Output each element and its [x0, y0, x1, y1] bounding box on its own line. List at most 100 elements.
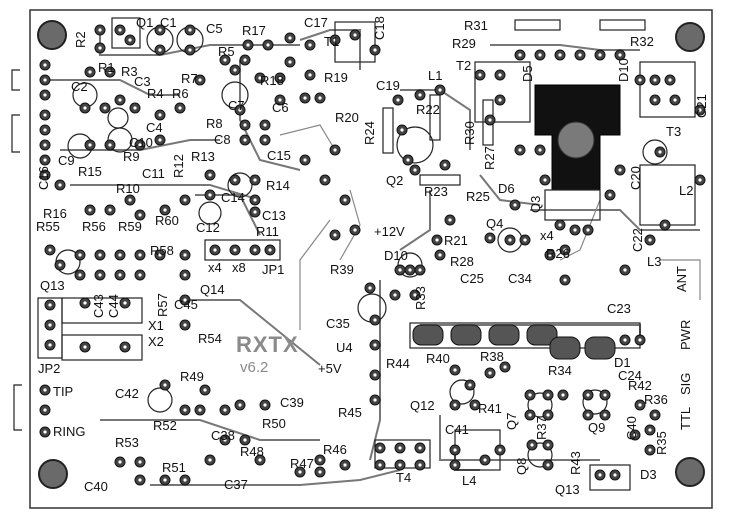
pad-hole — [558, 53, 562, 57]
svg-text:R46: R46 — [323, 442, 347, 457]
r32-body — [599, 19, 646, 31]
pad-hole — [528, 413, 532, 417]
c14-outline — [227, 172, 253, 198]
pad-hole — [586, 413, 590, 417]
svg-text:R25: R25 — [466, 189, 490, 204]
svg-text:T3: T3 — [666, 124, 681, 139]
pad-hole — [48, 323, 52, 327]
bracket-left-3 — [13, 384, 22, 431]
bracket-left-1 — [11, 69, 20, 91]
pad-hole — [488, 236, 492, 240]
pad-hole — [43, 93, 47, 97]
t3-outline — [639, 61, 696, 118]
pad-hole — [108, 208, 112, 212]
svg-text:R3: R3 — [121, 64, 138, 79]
svg-text:C8: C8 — [214, 132, 231, 147]
pad-hole — [508, 238, 512, 242]
pad-hole — [198, 408, 202, 412]
svg-text:R39: R39 — [330, 262, 354, 277]
svg-text:D6: D6 — [498, 181, 515, 196]
pad-hole — [608, 193, 612, 197]
pad-hole — [183, 273, 187, 277]
svg-text:R34: R34 — [548, 363, 572, 378]
svg-text:R6: R6 — [172, 86, 189, 101]
pad-hole — [243, 123, 247, 127]
svg-text:R38: R38 — [480, 349, 504, 364]
board-version: v6.2 — [240, 359, 268, 376]
pad-hole — [546, 463, 550, 467]
pad-hole — [43, 158, 47, 162]
svg-text:R14: R14 — [266, 178, 290, 193]
pad-hole — [48, 248, 52, 252]
pad-hole — [603, 413, 607, 417]
pad-hole — [400, 128, 404, 132]
svg-text:R1: R1 — [98, 60, 115, 75]
pad-hole — [178, 106, 182, 110]
pad-hole — [258, 76, 262, 80]
pad-hole — [658, 150, 662, 154]
svg-text:R40: R40 — [426, 351, 450, 366]
pad-hole — [468, 383, 472, 387]
pad-hole — [413, 293, 417, 297]
pad-hole — [538, 148, 542, 152]
pad-hole — [523, 238, 527, 242]
svg-text:C4: C4 — [146, 120, 163, 135]
t2-outline — [474, 61, 531, 123]
svg-text:C6: C6 — [272, 100, 289, 115]
pad-hole — [653, 413, 657, 417]
pad-hole — [253, 210, 257, 214]
pad-hole — [253, 198, 257, 202]
svg-text:R4: R4 — [147, 86, 164, 101]
svg-text:C37: C37 — [224, 477, 248, 492]
ant-label: ANT — [674, 266, 689, 292]
pad-hole — [698, 108, 702, 112]
pad-hole — [233, 248, 237, 252]
svg-text:C12: C12 — [196, 220, 220, 235]
svg-text:R28: R28 — [450, 254, 474, 269]
svg-text:R2: R2 — [73, 31, 88, 48]
pad-hole — [578, 53, 582, 57]
pad-hole — [208, 193, 212, 197]
svg-text:L3: L3 — [647, 254, 661, 269]
pad-hole — [183, 298, 187, 302]
svg-text:C3: C3 — [134, 74, 151, 89]
pad-hole — [548, 253, 552, 257]
pad-hole — [43, 113, 47, 117]
pad-hole — [586, 228, 590, 232]
pad-hole — [343, 198, 347, 202]
svg-text:C20: C20 — [628, 166, 643, 190]
q8-outline — [527, 442, 553, 468]
pad-hole — [633, 433, 637, 437]
pad-hole — [48, 303, 52, 307]
svg-text:Q2: Q2 — [386, 173, 403, 188]
pad-hole — [561, 393, 565, 397]
svg-text:C40: C40 — [624, 416, 639, 440]
pad-hole — [418, 268, 422, 272]
pad-hole — [138, 478, 142, 482]
svg-text:U4: U4 — [336, 340, 353, 355]
svg-text:R23: R23 — [424, 184, 448, 199]
pad-hole — [558, 223, 562, 227]
svg-text:R27: R27 — [482, 146, 497, 170]
supply-12v-label: +12V — [374, 224, 405, 239]
svg-text:C39: C39 — [280, 395, 304, 410]
pad-hole — [453, 403, 457, 407]
pad-hole — [88, 70, 92, 74]
pad-hole — [278, 76, 282, 80]
svg-text:x4: x4 — [540, 228, 554, 243]
supply-5v-label: +5V — [318, 361, 342, 376]
pad-hole — [473, 403, 477, 407]
svg-text:R52: R52 — [153, 418, 177, 433]
pad-hole — [133, 106, 137, 110]
pad-hole — [668, 78, 672, 82]
pad-hole — [98, 28, 102, 32]
svg-text:Q3: Q3 — [528, 196, 543, 213]
svg-text:R10: R10 — [116, 181, 140, 196]
pad-hole — [303, 96, 307, 100]
pad-hole — [58, 183, 62, 187]
pad-hole — [308, 73, 312, 77]
pad-hole — [653, 98, 657, 102]
pad-hole — [118, 273, 122, 277]
pad-hole — [333, 38, 337, 42]
jp2-label: JP2 — [38, 361, 60, 376]
